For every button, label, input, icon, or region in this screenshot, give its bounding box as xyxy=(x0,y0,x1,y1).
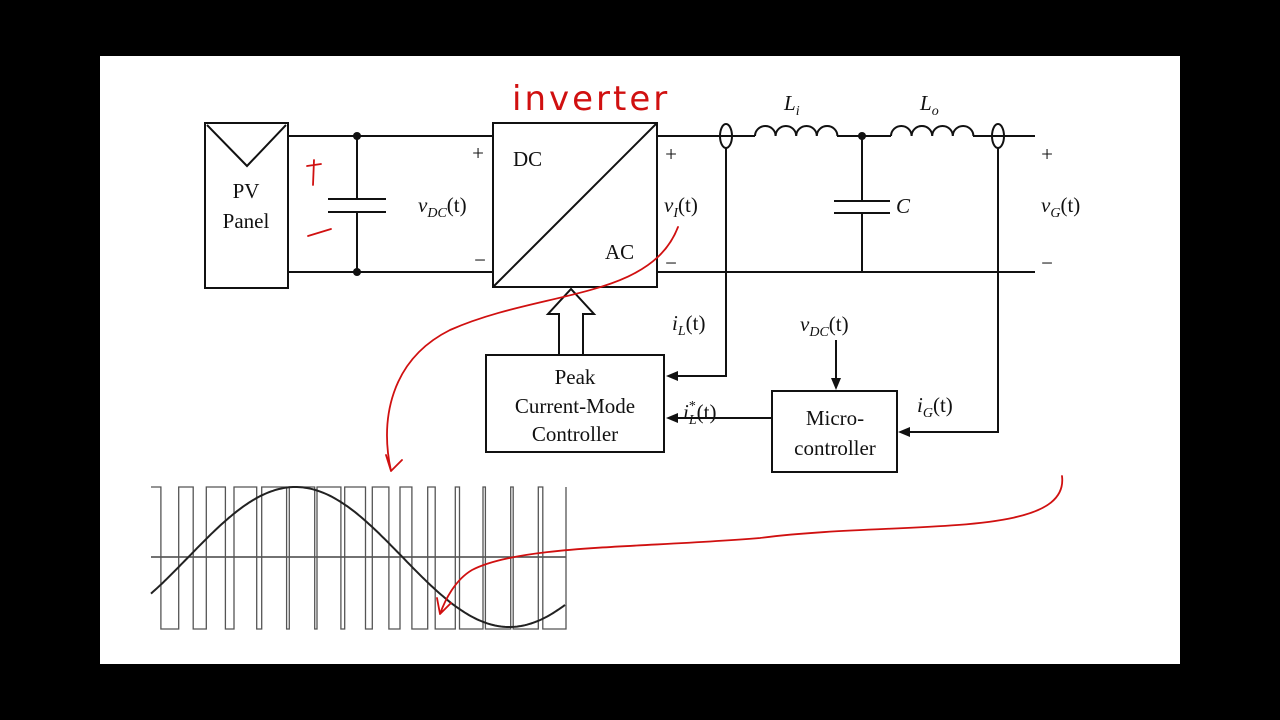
capacitor-label: C xyxy=(896,194,911,218)
lo-label: Lo xyxy=(919,91,939,119)
dc-plus: + xyxy=(472,141,484,165)
ig-label: iG(t) xyxy=(917,393,953,421)
micro-label-2: controller xyxy=(794,436,876,460)
il-ref-label: i*L(t) xyxy=(683,399,716,428)
controller-label-3: Controller xyxy=(532,422,618,446)
red-plus-mark xyxy=(306,159,322,186)
dc-side-label: DC xyxy=(513,147,542,171)
inverter-annotation: inverter xyxy=(512,79,670,119)
vdc-micro-label: vDC(t) xyxy=(800,312,849,340)
handwritten-annotations: inverter xyxy=(306,79,1063,615)
red-arrow-to-sine xyxy=(436,475,1063,615)
ac-side-label: AC xyxy=(605,240,634,264)
vg-label: vG(t) xyxy=(1041,193,1080,221)
li-label: Li xyxy=(783,91,800,119)
microcontroller-block: Micro- controller xyxy=(771,390,898,473)
ac-output-wires xyxy=(657,123,1035,437)
pwm-pulse-train xyxy=(151,486,567,630)
grid-minus: − xyxy=(1041,251,1053,275)
red-minus-mark xyxy=(307,228,332,237)
il-label: iL(t) xyxy=(672,311,705,339)
controller-label-2: Current-Mode xyxy=(515,394,635,418)
red-arrow-to-plot xyxy=(385,226,679,472)
pv-label-1: PV xyxy=(233,179,260,203)
ac-plus: + xyxy=(665,142,677,166)
gate-drive-arrow xyxy=(545,287,597,355)
grid-plus: + xyxy=(1041,142,1053,166)
peak-controller-block: Peak Current-Mode Controller xyxy=(485,354,665,453)
dc-bus-wires xyxy=(288,132,493,276)
pv-label-2: Panel xyxy=(223,209,270,233)
controller-label-1: Peak xyxy=(555,365,596,389)
sine-reference xyxy=(150,486,566,628)
pwm-waveform-plot xyxy=(150,486,567,630)
dc-minus: − xyxy=(474,248,486,272)
vi-label: vI(t) xyxy=(664,193,698,221)
micro-label-1: Micro- xyxy=(806,406,864,430)
pv-panel-block: PV Panel xyxy=(204,122,289,289)
vdc-label: vDC(t) xyxy=(418,193,467,221)
ac-minus: − xyxy=(665,251,677,275)
inverter-block: DC AC xyxy=(492,122,658,288)
